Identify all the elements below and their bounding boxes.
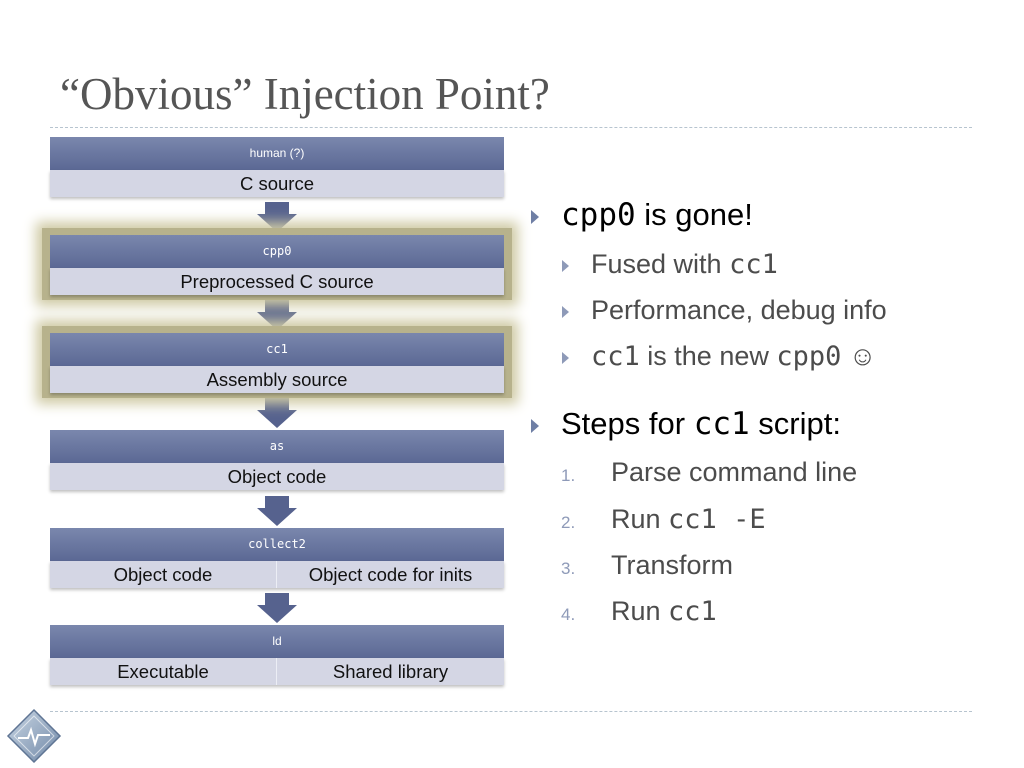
stage-header: cc1 <box>50 333 504 366</box>
bullet-cpp0-gone: cpp0 is gone! <box>561 197 753 233</box>
slide-title: “Obvious” Injection Point? <box>60 69 550 119</box>
down-arrow-5 <box>257 593 297 623</box>
step-number: 1. <box>561 466 576 485</box>
top-divider <box>50 127 972 128</box>
sub-bullet-marker-icon <box>562 260 569 272</box>
down-arrow-1 <box>257 202 297 232</box>
stage-as: as Object code <box>50 430 504 490</box>
stage-output: Shared library <box>332 661 449 682</box>
bullet-marker-icon <box>531 210 539 224</box>
sub-bullet-performance: Performance, debug info <box>591 295 887 325</box>
stage-output: Object code <box>50 561 277 588</box>
step-run-cc1: Run cc1 <box>611 596 717 627</box>
smiley-icon: ☺ <box>841 341 877 371</box>
down-arrow-2 <box>257 300 297 330</box>
step-parse: Parse command line <box>611 457 858 487</box>
stage-output: Object code <box>227 466 327 487</box>
bullet-steps: Steps for cc1 script: <box>561 406 841 442</box>
stage-human: human (?) C source <box>50 137 504 197</box>
bottom-divider <box>50 711 972 712</box>
stage-cpp0: cpp0 Preprocessed C source <box>42 228 512 300</box>
stage-ld: ld Executable Shared library <box>50 625 504 685</box>
step-number: 4. <box>561 605 576 624</box>
sub-bullet-fused: Fused with cc1 <box>591 249 778 280</box>
stage-header: collect2 <box>50 528 504 561</box>
stage-header: human (?) <box>50 137 504 170</box>
sub-bullet-cc1-new: cc1 is the new cpp0 ☺ <box>591 341 877 372</box>
step-run-cc1-e: Run cc1 -E <box>611 504 766 535</box>
down-arrow-3 <box>257 398 297 428</box>
stage-header: ld <box>50 625 504 658</box>
diamond-logo-icon <box>6 708 62 764</box>
bullet-marker-icon <box>531 419 539 433</box>
stage-collect2: collect2 Object code Object code for ini… <box>50 528 504 588</box>
stage-output: Assembly source <box>206 369 348 390</box>
stage-output: Preprocessed C source <box>180 271 374 292</box>
down-arrow-4 <box>257 496 297 526</box>
stage-header: cpp0 <box>50 235 504 268</box>
sub-bullet-marker-icon <box>562 352 569 364</box>
stage-header: as <box>50 430 504 463</box>
stage-output: C source <box>239 173 315 194</box>
step-number: 3. <box>561 559 576 578</box>
step-transform: Transform <box>611 550 734 580</box>
sub-bullet-marker-icon <box>562 306 569 318</box>
stage-cc1: cc1 Assembly source <box>42 326 512 398</box>
stage-output: Executable <box>50 658 277 685</box>
step-number: 2. <box>561 513 576 532</box>
stage-output: Object code for inits <box>308 564 473 585</box>
